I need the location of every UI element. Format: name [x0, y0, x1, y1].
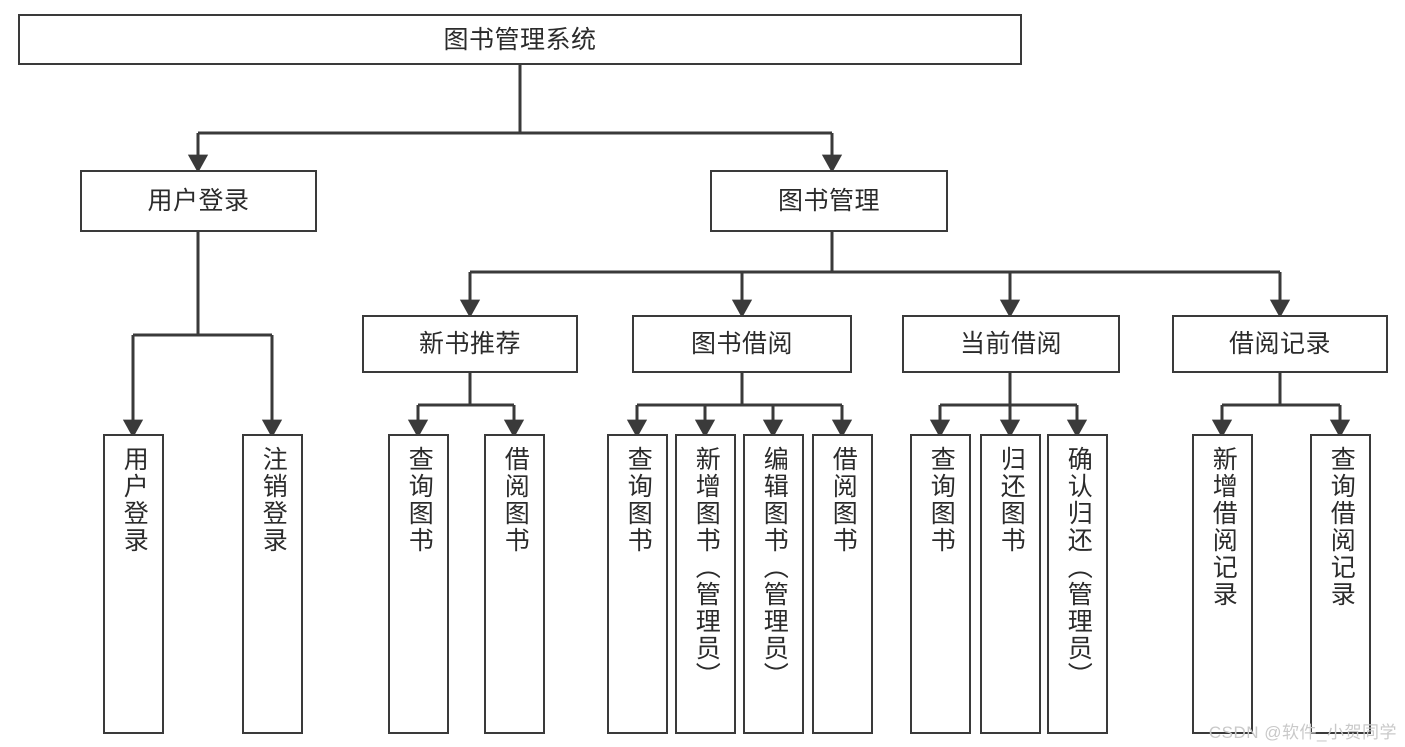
node-new-book-recommend[interactable]: 新书推荐	[362, 315, 578, 373]
node-leaf-borrow-query-book-label: 查询图书	[624, 446, 653, 554]
node-leaf-borrow-edit-book-label: 编辑图书（管理员）	[760, 446, 789, 689]
node-current-borrow[interactable]: 当前借阅	[902, 315, 1120, 373]
node-leaf-borrow-lend-book[interactable]: 借阅图书	[812, 434, 873, 734]
node-leaf-borrow-add-book-label: 新增图书（管理员）	[692, 446, 721, 689]
node-leaf-current-return-book[interactable]: 归还图书	[980, 434, 1041, 734]
node-leaf-current-query-book-label: 查询图书	[927, 446, 956, 554]
node-borrow-record-label: 借阅记录	[1228, 330, 1331, 358]
node-leaf-user-logout-label: 注销登录	[259, 446, 288, 554]
node-leaf-borrow-lend-book-label: 借阅图书	[829, 446, 858, 554]
node-book-borrow[interactable]: 图书借阅	[632, 315, 852, 373]
node-leaf-record-add-label: 新增借阅记录	[1209, 446, 1238, 608]
node-book-borrow-label: 图书借阅	[690, 330, 793, 358]
node-new-book-recommend-label: 新书推荐	[418, 330, 521, 358]
node-leaf-borrow-add-book[interactable]: 新增图书（管理员）	[675, 434, 736, 734]
node-leaf-newbook-borrow-book-label: 借阅图书	[501, 446, 530, 554]
node-leaf-current-query-book[interactable]: 查询图书	[910, 434, 971, 734]
node-current-borrow-label: 当前借阅	[959, 330, 1062, 358]
node-leaf-record-query-label: 查询借阅记录	[1327, 446, 1356, 608]
node-book-management[interactable]: 图书管理	[710, 170, 948, 232]
node-leaf-newbook-borrow-book[interactable]: 借阅图书	[484, 434, 545, 734]
node-book-management-label: 图书管理	[777, 187, 880, 215]
node-leaf-user-login-label: 用户登录	[120, 446, 149, 554]
node-root-system[interactable]: 图书管理系统	[18, 14, 1022, 65]
node-borrow-record[interactable]: 借阅记录	[1172, 315, 1388, 373]
node-leaf-borrow-query-book[interactable]: 查询图书	[607, 434, 668, 734]
node-leaf-user-logout[interactable]: 注销登录	[242, 434, 303, 734]
node-root-system-label: 图书管理系统	[443, 25, 597, 54]
node-leaf-current-confirm-return[interactable]: 确认归还（管理员）	[1047, 434, 1108, 734]
node-leaf-borrow-edit-book[interactable]: 编辑图书（管理员）	[743, 434, 804, 734]
node-leaf-newbook-query-book-label: 查询图书	[405, 446, 434, 554]
node-leaf-newbook-query-book[interactable]: 查询图书	[388, 434, 449, 734]
node-leaf-current-confirm-return-label: 确认归还（管理员）	[1064, 446, 1093, 689]
node-leaf-current-return-book-label: 归还图书	[997, 446, 1026, 554]
node-user-login[interactable]: 用户登录	[80, 170, 317, 232]
node-leaf-record-query[interactable]: 查询借阅记录	[1310, 434, 1371, 734]
node-leaf-user-login[interactable]: 用户登录	[103, 434, 164, 734]
node-leaf-record-add[interactable]: 新增借阅记录	[1192, 434, 1253, 734]
node-user-login-label: 用户登录	[147, 187, 250, 215]
csdn-watermark: CSDN @软件_小贺同学	[1208, 723, 1397, 742]
